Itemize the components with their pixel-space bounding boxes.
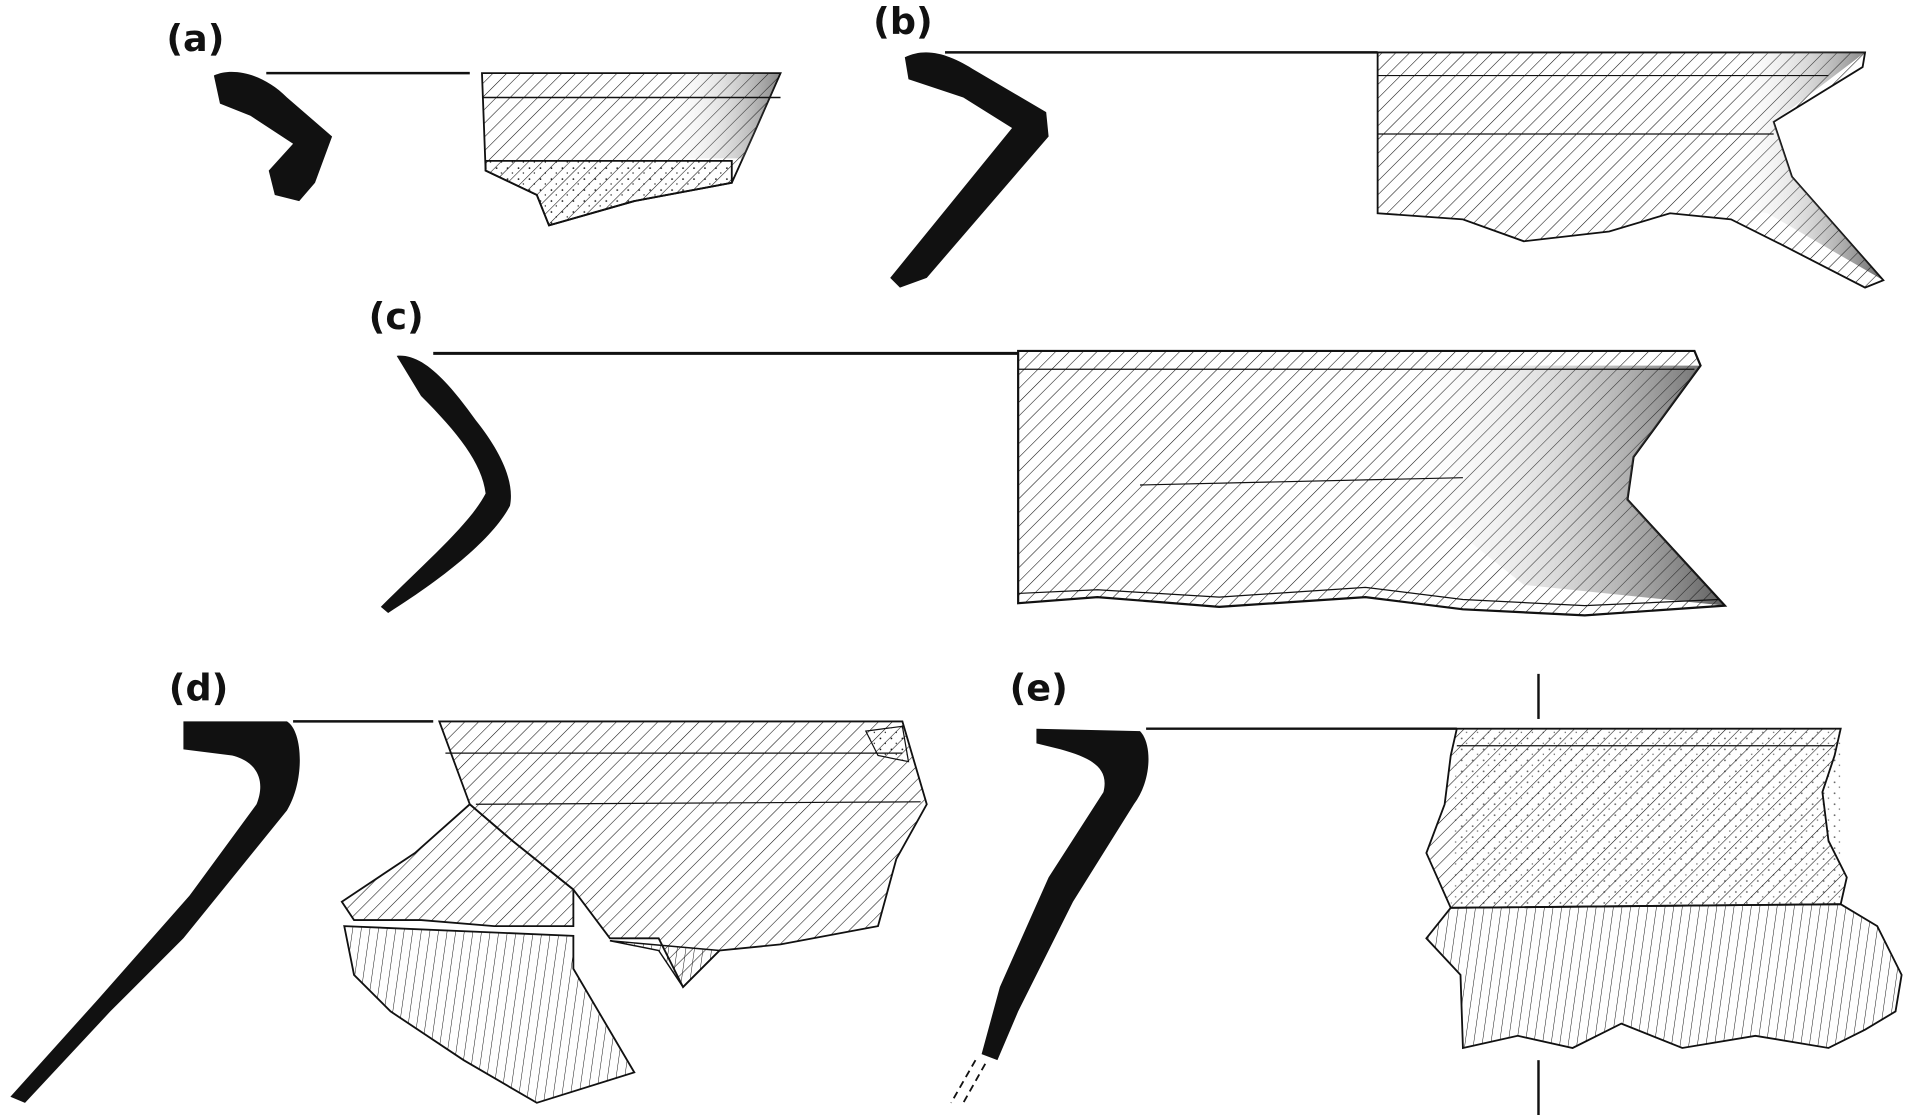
panel-label-e: (e) (1010, 667, 1068, 710)
profile-section-b (890, 52, 1049, 288)
sherd-exterior-a (481, 72, 782, 227)
profile-section-c (380, 355, 511, 613)
panel-label-a: (a) (166, 17, 224, 60)
panel-a: (a) (166, 17, 782, 227)
sherd-exterior-c (1017, 349, 1728, 617)
profile-section-a (213, 71, 333, 202)
sherd-exterior-b (1376, 51, 1885, 289)
panel-label-d: (d) (169, 667, 229, 710)
sherd-exterior-d (340, 720, 928, 1104)
panel-b: (b) (873, 0, 1885, 289)
profile-break-e (950, 1059, 977, 1104)
panel-e: (e) (950, 667, 1903, 1115)
sherd-exterior-e (1425, 727, 1903, 1050)
profile-break-e-2 (962, 1063, 987, 1104)
panel-d: (d) (10, 667, 928, 1104)
panel-label-b: (b) (873, 0, 933, 43)
profile-section-d (10, 721, 300, 1103)
profile-section-e (981, 728, 1149, 1061)
panel-label-c: (c) (369, 295, 424, 338)
panel-c: (c) (369, 295, 1728, 617)
